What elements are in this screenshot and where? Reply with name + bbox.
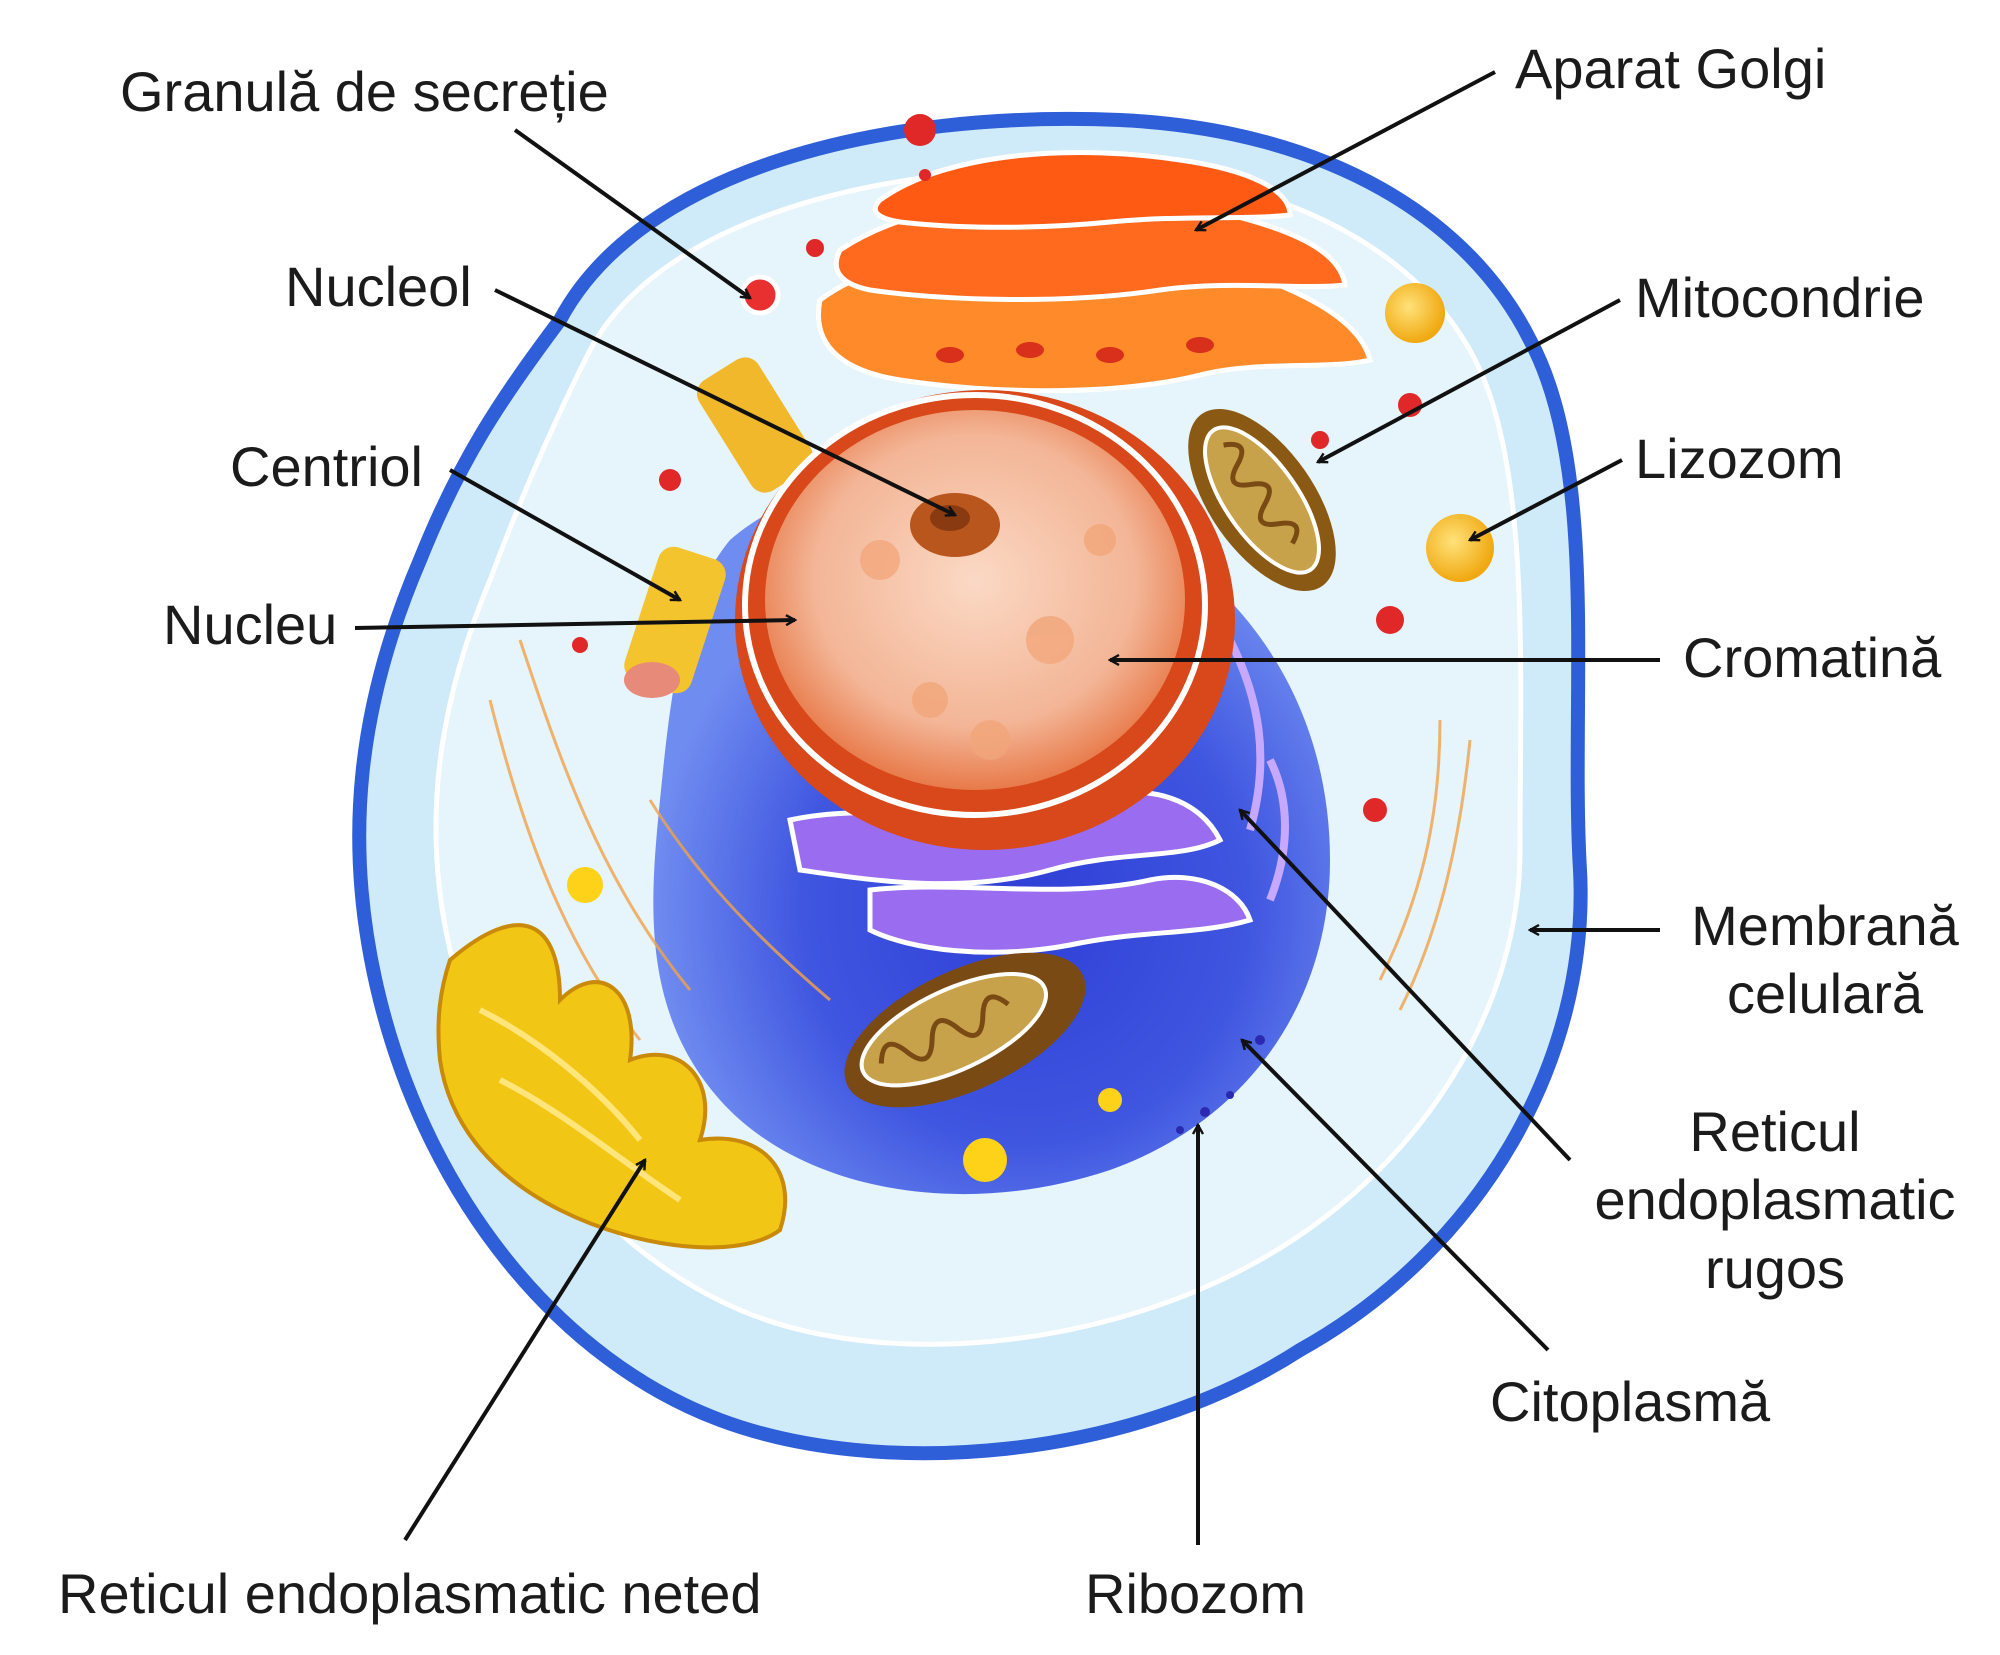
label-rer-line-2: endoplasmatic	[1594, 1168, 1956, 1232]
label-lizozom: Lizozom	[1635, 427, 1844, 490]
label-membrana-celulara: Membrană celulară	[1680, 892, 1970, 1029]
arrow-ser	[403, 1160, 647, 1542]
label-nucleol: Nucleol	[285, 255, 472, 318]
label-mitocondrie: Mitocondrie	[1635, 266, 1925, 329]
label-ribozom: Ribozom	[1085, 1562, 1306, 1625]
ribosomes	[1176, 1035, 1265, 1134]
arrow-nucleol	[494, 288, 955, 517]
label-membrana-line-2: celulară	[1726, 962, 1924, 1026]
label-rer-line-3: rugos	[1704, 1236, 1846, 1300]
label-rer-line-1: Reticul	[1689, 1100, 1861, 1163]
arrow-granula	[513, 128, 750, 300]
golgi-apparatus	[816, 150, 1374, 394]
label-membrana-line-1: Membrană	[1691, 894, 1959, 957]
mitochondria	[844, 408, 1336, 1108]
arrow-nucleu	[354, 620, 795, 630]
label-reticul-endoplasmatic-neted: Reticul endoplasmatic neted	[58, 1562, 762, 1625]
arrow-citoplasma	[1242, 1040, 1550, 1352]
label-arrows	[354, 70, 1660, 1545]
arrow-rer	[1240, 810, 1572, 1162]
label-cromatina: Cromatină	[1683, 626, 1942, 689]
label-citoplasma: Citoplasmă	[1490, 1370, 1771, 1433]
label-reticul-endoplasmatic-rugos: Reticul endoplasmatic rugos	[1580, 1098, 1970, 1303]
smooth-endoplasmic-reticulum	[436, 923, 788, 1250]
arrow-centriol	[449, 468, 680, 602]
label-centriol: Centriol	[230, 435, 423, 498]
nucleus	[735, 390, 1235, 850]
arrow-lizozom	[1470, 458, 1623, 542]
label-aparat-golgi: Aparat Golgi	[1515, 37, 1827, 100]
arrow-aparat-golgi	[1196, 70, 1496, 232]
arrow-mitocondrie	[1318, 298, 1621, 464]
centrioles	[624, 357, 814, 698]
label-granula-de-secretie: Granulă de secreție	[120, 60, 609, 123]
label-nucleu: Nucleu	[163, 593, 338, 656]
lysosomes	[567, 283, 1494, 1182]
chromatin	[765, 410, 1185, 790]
